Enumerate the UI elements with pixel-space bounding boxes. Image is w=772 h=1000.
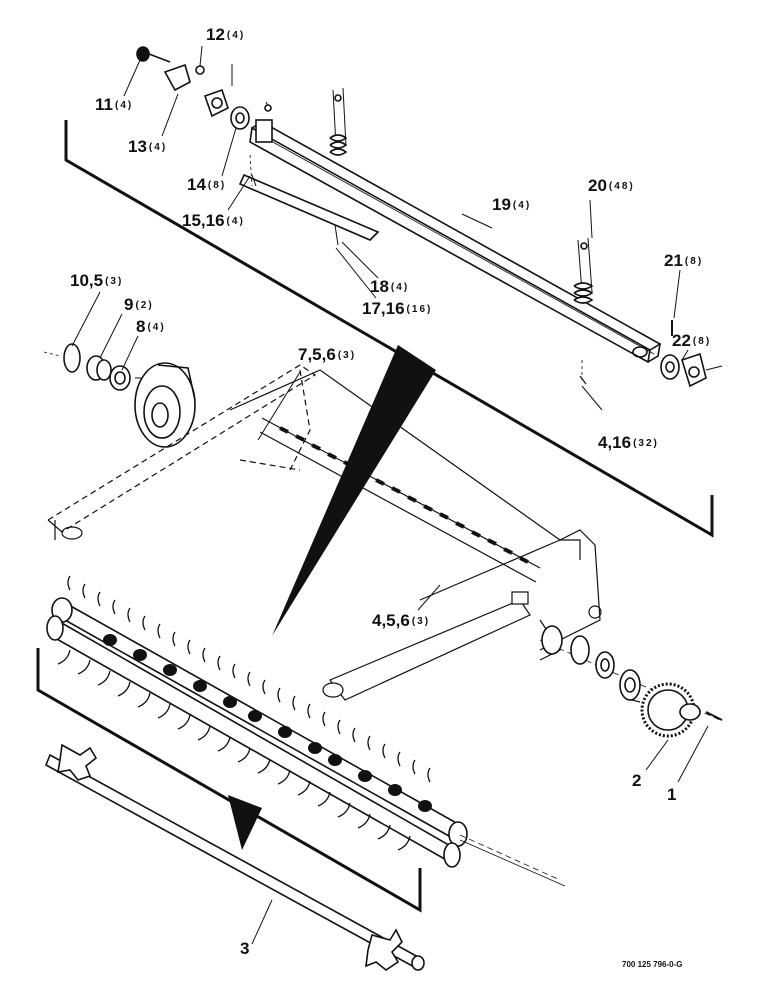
callout-17-16: 17,16(16) (362, 300, 432, 318)
callout-number: 17,16 (362, 299, 405, 318)
callout-2: 2 (632, 772, 643, 790)
callout-quantity: (4) (148, 142, 168, 153)
callout-number: 11 (95, 95, 113, 114)
callout-quantity: (4) (114, 100, 134, 111)
callout-quantity: (4) (226, 30, 246, 41)
callout-22: 22(8) (672, 332, 711, 350)
leader-lines (71, 45, 709, 945)
callout-number: 15,16 (182, 211, 225, 230)
callout-number: 13 (128, 137, 147, 156)
callout-quantity: (8) (692, 336, 712, 347)
tine-springs (103, 634, 432, 812)
callout-quantity: (16) (406, 304, 433, 315)
callout-number: 4,5,6 (372, 611, 410, 630)
callout-10-5: 10,5(3) (70, 272, 123, 290)
callout-7-5-6: 7,5,6(3) (298, 346, 356, 364)
upper-detail-pointer (272, 345, 436, 636)
callout-quantity: (8) (207, 180, 227, 191)
callout-15-16: 15,16(4) (182, 212, 245, 230)
upper-detail-bracket (64, 120, 714, 538)
bearing-assembly-upper-right (334, 224, 723, 388)
callout-quantity: (8) (684, 256, 704, 267)
callout-number: 18 (370, 277, 389, 296)
callout-19: 19(4) (492, 196, 531, 214)
callout-18: 18(4) (370, 278, 409, 296)
callout-12: 12(4) (206, 26, 245, 44)
spring-tine-20-left (329, 87, 348, 156)
bearing-assembly-upper-left (136, 46, 272, 187)
callout-20: 20(48) (588, 177, 635, 195)
callout-quantity: (3) (105, 276, 124, 287)
chain-links (279, 426, 529, 564)
callout-number: 3 (240, 939, 250, 958)
callout-9: 9(2) (124, 296, 154, 314)
callout-4-5-6: 4,5,6(3) (372, 612, 430, 630)
callout-number: 12 (206, 25, 225, 44)
tines-upper (67, 575, 431, 783)
drawing-number: 700 125 796-0-G (622, 960, 683, 969)
lower-detail-bracket (36, 648, 422, 913)
tine-bar-19 (249, 119, 662, 364)
callout-8: 8(4) (136, 318, 166, 336)
callout-number: 21 (664, 251, 683, 270)
callout-quantity: (2) (135, 300, 154, 311)
cam-track-chain (259, 417, 541, 583)
reel-shaft-3 (44, 743, 425, 971)
callout-1: 1 (667, 786, 678, 804)
callout-14: 14(8) (187, 176, 226, 194)
callout-number: 4,16 (598, 433, 632, 452)
callout-quantity: (4) (147, 322, 166, 333)
callout-number: 7,5,6 (298, 345, 336, 364)
strip-18 (238, 173, 380, 241)
callout-number: 2 (632, 771, 642, 790)
hub-assembly-left (43, 343, 196, 448)
callout-number: 9 (124, 295, 134, 314)
callout-11: 11(4) (95, 96, 133, 114)
callout-quantity: (4) (226, 216, 245, 227)
callout-quantity: (3) (411, 616, 431, 627)
reel-tube-assembly (46, 575, 566, 887)
callout-number: 19 (492, 195, 511, 214)
callout-quantity: (4) (390, 282, 410, 293)
lower-detail-pointer (228, 795, 262, 850)
callout-number: 1 (667, 785, 677, 804)
callout-quantity: (4) (512, 200, 532, 211)
callout-quantity: (32) (633, 438, 659, 449)
callout-13: 13(4) (128, 138, 167, 156)
drive-assembly-right (539, 625, 723, 738)
callout-number: 20 (588, 176, 607, 195)
callout-number: 10,5 (70, 271, 104, 290)
callout-number: 8 (136, 317, 146, 336)
spring-tine-20-right (573, 237, 594, 304)
callout-number: 22 (672, 331, 691, 350)
callout-number: 14 (187, 175, 206, 194)
callout-quantity: (3) (337, 350, 357, 361)
callout-21: 21(8) (664, 252, 703, 270)
callout-3: 3 (240, 940, 251, 958)
callout-4-16: 4,16(32) (598, 434, 659, 452)
callout-quantity: (48) (608, 181, 635, 192)
tines-lower (57, 649, 411, 851)
